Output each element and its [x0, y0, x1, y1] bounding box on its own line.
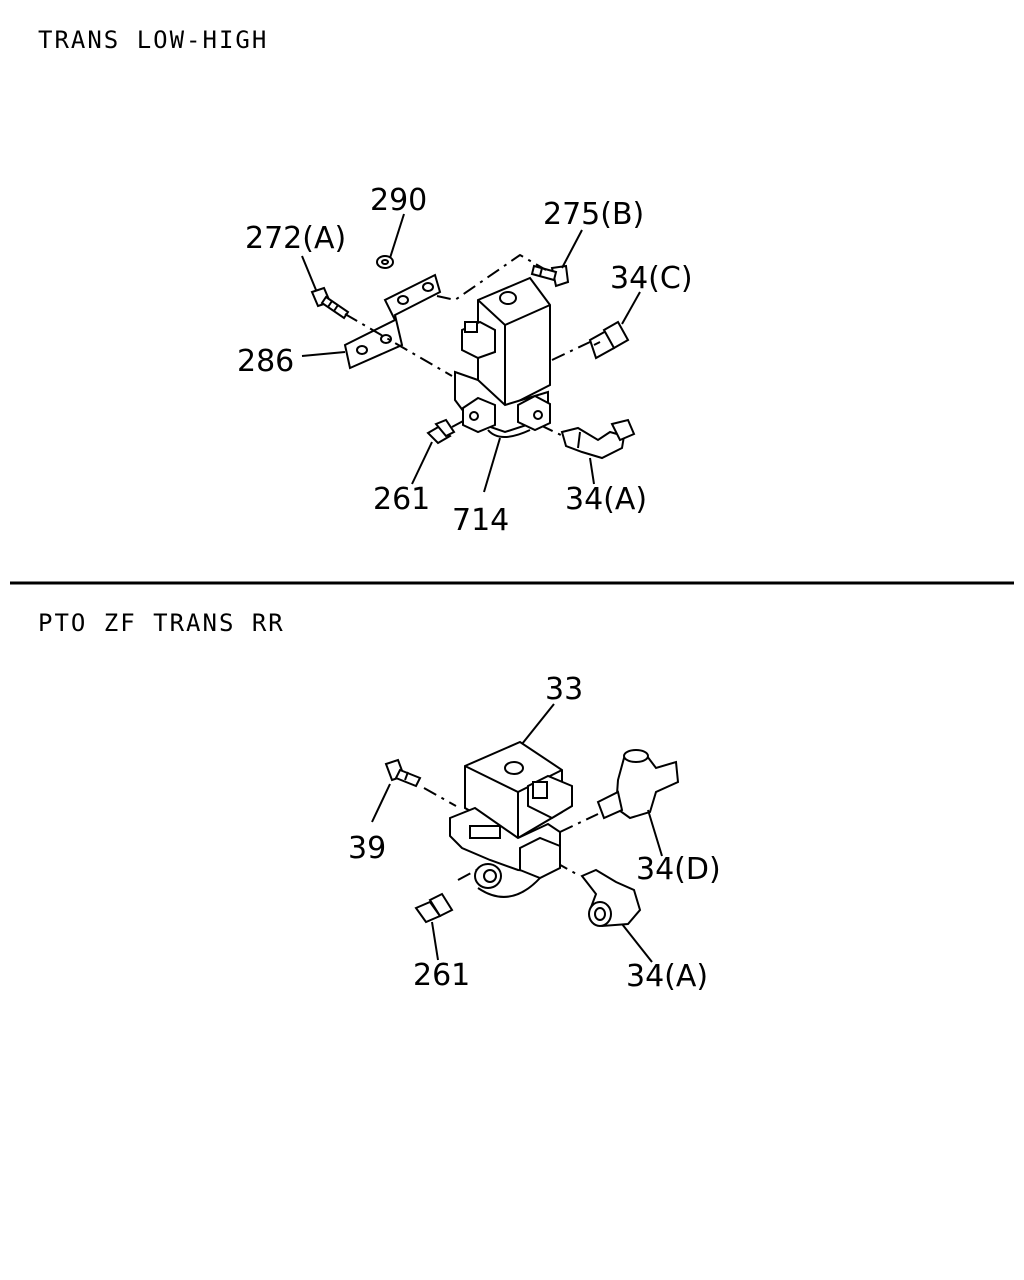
- tee-fitting-34d: [596, 749, 680, 820]
- trans-low-high-assembly: 290 272(A) 275(B) 34(C) 286 261 714 34(A…: [237, 183, 693, 538]
- section-title-pto-zf-trans-rr: PTO ZF TRANS RR: [38, 609, 285, 637]
- callout-34a-top: 34(A): [565, 482, 647, 517]
- plug-261-top: [426, 418, 456, 445]
- elbow-34a-top: [560, 418, 636, 460]
- callout-275b: 275(B): [543, 197, 644, 232]
- leader-lines-bottom: [371, 703, 663, 963]
- bolt-272a: [310, 286, 350, 320]
- callout-286: 286: [237, 344, 294, 379]
- callout-261-top: 261: [373, 482, 430, 517]
- bracket-286: [343, 273, 442, 370]
- callout-272a: 272(A): [245, 221, 346, 256]
- fitting-34c: [588, 320, 630, 360]
- callout-34a-bottom: 34(A): [626, 959, 708, 994]
- plug-261-bottom: [414, 892, 454, 924]
- washer-290: [376, 255, 394, 269]
- bolt-39: [384, 758, 422, 788]
- section-title-trans-low-high: TRANS LOW-HIGH: [38, 26, 269, 54]
- pto-zf-trans-rr-assembly: 33 39 34(D) 261 34(A): [348, 672, 721, 994]
- callout-714: 714: [452, 503, 509, 538]
- callout-33: 33: [545, 672, 583, 707]
- solenoid-valve-714: [454, 276, 551, 438]
- bolt-275b: [530, 264, 570, 288]
- callout-34d: 34(D): [636, 852, 721, 887]
- leader-lines-top: [301, 213, 641, 493]
- callout-34c: 34(C): [610, 261, 693, 296]
- callout-261-bottom: 261: [413, 958, 470, 993]
- callout-290: 290: [370, 183, 427, 218]
- callout-39: 39: [348, 831, 386, 866]
- elbow-34a-bottom: [580, 868, 642, 928]
- solenoid-valve-33: [449, 740, 573, 898]
